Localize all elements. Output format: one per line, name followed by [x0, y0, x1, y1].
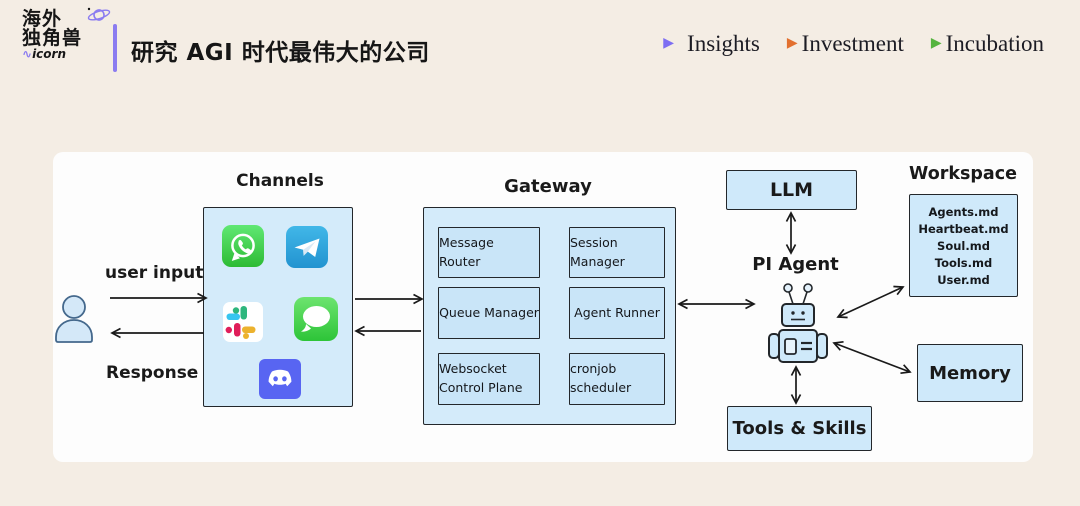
workspace-file: Soul.md — [937, 238, 990, 253]
workspace-file: Agents.md — [928, 204, 999, 219]
robot-icon — [768, 283, 828, 363]
imessage-icon — [294, 297, 338, 341]
gateway-module-websocket-control-plane: Websocket Control Plane — [438, 353, 540, 405]
triangle-bullet-icon: ▶ — [786, 36, 798, 51]
gateway-label: Gateway — [504, 176, 592, 197]
workspace-file: User.md — [937, 272, 990, 287]
site-logo[interactable]: 海外 独角兽 ∿icorn — [22, 7, 111, 62]
gateway-module-message-router: Message Router — [438, 227, 540, 278]
workspace-box: Agents.md Heartbeat.md Soul.md Tools.md … — [909, 194, 1018, 297]
channels-label: Channels — [236, 171, 324, 191]
triangle-bullet-icon: ▶ — [663, 36, 675, 51]
triangle-bullet-icon: ▶ — [930, 36, 942, 51]
logo-squiggle: ∿ — [22, 47, 33, 62]
logo-script: ∿icorn — [22, 47, 66, 62]
response-label: Response — [106, 363, 199, 383]
discord-icon — [259, 359, 301, 399]
gateway-module-session-manager: Session Manager — [569, 227, 665, 278]
saturn-icon — [86, 6, 112, 28]
user-input-label: user input — [105, 263, 204, 283]
nav-label: Incubation — [945, 31, 1044, 56]
workspace-label: Workspace — [909, 164, 1017, 184]
nav-item-insights[interactable]: ▶ Insights — [663, 31, 760, 57]
workspace-file-list: Agents.md Heartbeat.md Soul.md Tools.md … — [910, 195, 1017, 296]
tools-skills-box: Tools & Skills — [727, 406, 872, 451]
gateway-module-queue-manager: Queue Manager — [438, 287, 540, 339]
workspace-file: Heartbeat.md — [918, 221, 1009, 236]
llm-box: LLM — [726, 170, 857, 210]
gateway-module-cronjob-scheduler: cronjob scheduler — [569, 353, 665, 405]
workspace-file: Tools.md — [934, 255, 993, 270]
header-nav: ▶ Insights ▶ Investment ▶ Incubation — [663, 31, 1044, 57]
nav-item-investment[interactable]: ▶ Investment — [787, 31, 904, 57]
pi-agent-label: PI Agent — [752, 254, 839, 275]
site-tagline: 研究 AGI 时代最伟大的公司 — [131, 40, 430, 66]
header-divider — [113, 24, 117, 72]
telegram-icon — [286, 226, 328, 268]
nav-label: Insights — [687, 31, 760, 56]
whatsapp-icon — [222, 225, 264, 267]
memory-box: Memory — [917, 344, 1023, 402]
nav-item-incubation[interactable]: ▶ Incubation — [931, 31, 1044, 57]
gateway-module-agent-runner: Agent Runner — [569, 287, 665, 339]
logo-text-line1: 海外 — [22, 8, 63, 30]
logo-text-line2: 独角兽 — [22, 26, 83, 49]
user-icon — [55, 295, 93, 343]
slack-icon — [223, 302, 263, 342]
nav-label: Investment — [801, 31, 904, 56]
